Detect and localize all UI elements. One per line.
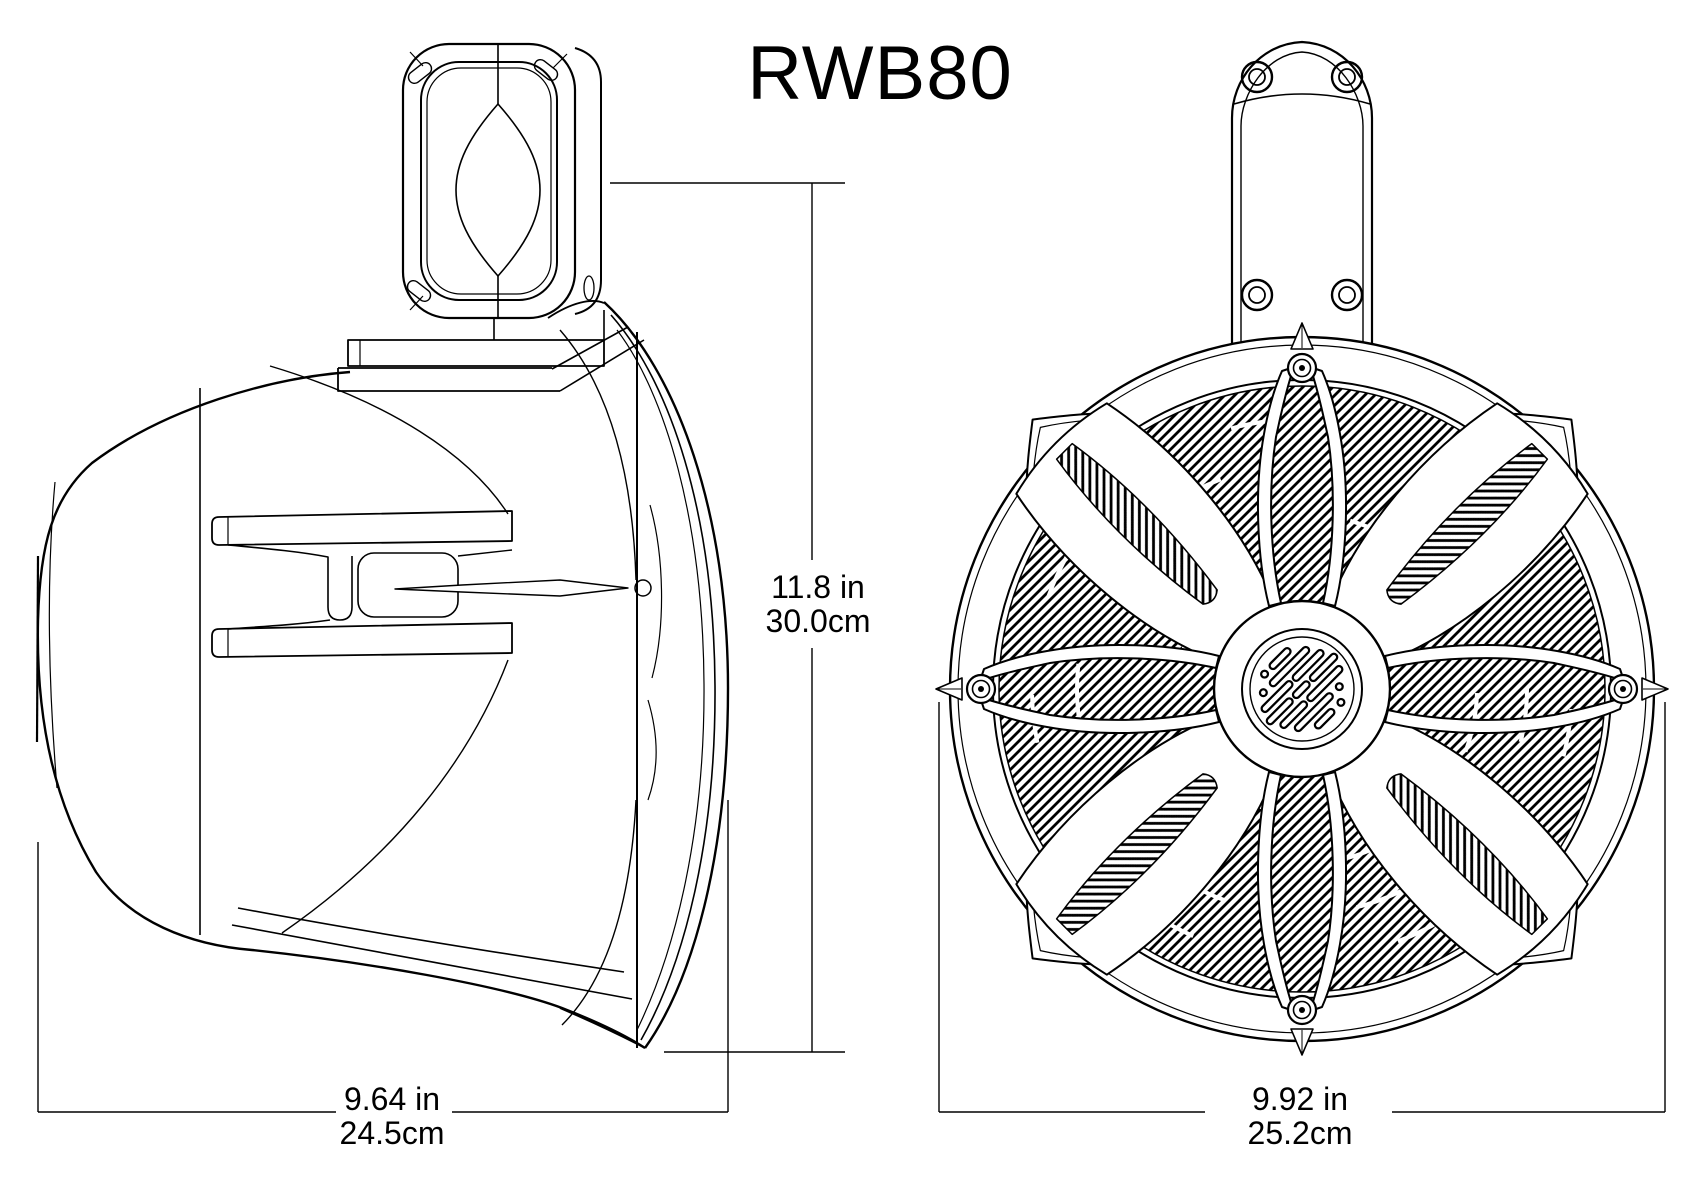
width-centimeters: 25.2cm	[1247, 1115, 1353, 1151]
height-extension-lines	[610, 182, 845, 1053]
dimension-lines	[37, 182, 1666, 1113]
clamp-base	[337, 310, 645, 392]
depth-dimension-label: 9.64 in 24.5cm	[340, 1082, 445, 1150]
side-view	[35, 42, 730, 1050]
depth-extension-lines	[37, 800, 729, 1112]
center-hub-logo	[1212, 599, 1392, 779]
front-view	[935, 40, 1669, 1056]
width-extension-lines	[938, 702, 1666, 1112]
side-clamp	[401, 42, 602, 320]
width-dimension-label: 9.92 in 25.2cm	[1248, 1082, 1353, 1150]
clamp-lens	[455, 103, 541, 277]
height-centimeters: 30.0cm	[765, 603, 871, 639]
depth-inches: 9.64 in	[343, 1081, 441, 1117]
model-title: RWB80	[747, 31, 1013, 116]
side-front-bezel	[547, 300, 730, 1049]
side-enclosure	[35, 365, 646, 1050]
side-mounting-fin	[211, 510, 652, 658]
height-inches: 11.8 in	[771, 569, 865, 605]
width-inches: 9.92 in	[1251, 1081, 1349, 1117]
depth-centimeters: 24.5cm	[339, 1115, 445, 1151]
height-dimension-label: 11.8 in 30.0cm	[766, 570, 871, 638]
front-bracket	[1230, 40, 1374, 345]
